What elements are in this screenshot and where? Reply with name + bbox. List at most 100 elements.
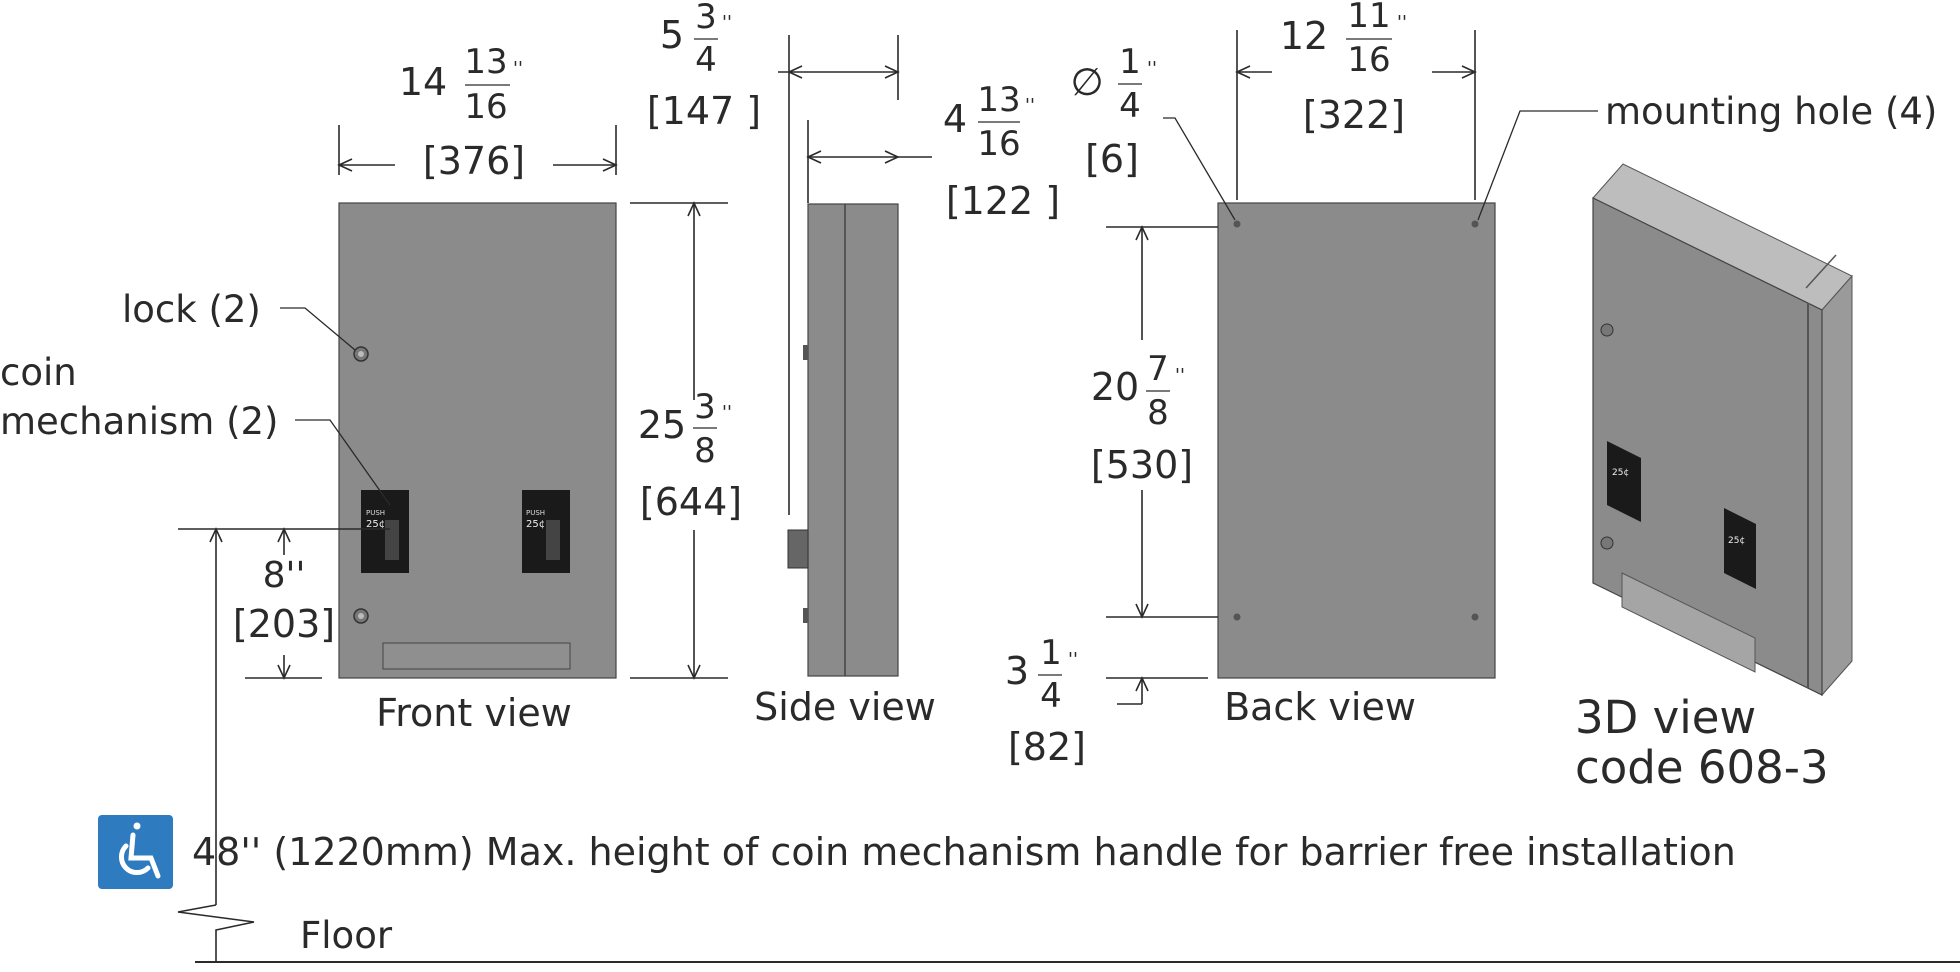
mounting-hole-icon (1471, 220, 1479, 228)
arrow-right (602, 158, 618, 172)
arrow-right (1461, 65, 1477, 79)
hole-diameter-symbol: ∅ (1070, 60, 1103, 104)
mounting-hole-icon (1471, 613, 1479, 621)
hole-den: 4 (1119, 86, 1141, 126)
caption-back-view: Back view (1224, 685, 1416, 729)
back-vert-den: 8 (1147, 393, 1169, 433)
label-coin-line2: mechanism (2) (0, 400, 279, 443)
iso-slot (1621, 572, 1756, 673)
coin-price: 25¢ (1612, 468, 1629, 478)
side-depth-whole: 5 (660, 13, 684, 57)
hole-num: 1 (1119, 42, 1141, 82)
back-vert-mm: [530] (1091, 443, 1193, 487)
back-view: ∅ 1 4 '' [6] 12 11 16 '' [322] mounting … (1005, 0, 1937, 769)
lock-keyhole-top (358, 351, 364, 357)
leader-lock (280, 307, 356, 351)
inch-mark: '' (1025, 95, 1035, 116)
front-view: PUSH 25¢ PUSH 25¢ 14 13 16 '' [376] 25 (0, 42, 742, 735)
label-coin-line1: coin (0, 351, 77, 394)
side-view: 5 3 4 '' [147 ] 4 13 16 '' [122 ] Side v… (647, 0, 1060, 729)
arrow-up (209, 527, 223, 543)
side-body-den: 16 (977, 124, 1020, 164)
front-height-num: 3 (694, 387, 716, 427)
back-span-den: 16 (1347, 40, 1390, 80)
back-span-num: 11 (1347, 0, 1390, 36)
barrier-free-note: 48'' (1220mm) Max. height of coin mechan… (98, 527, 1960, 963)
inch-mark: '' (722, 402, 732, 423)
side-body (807, 203, 899, 677)
side-body-whole: 4 (943, 97, 967, 141)
coin-tag: PUSH (366, 509, 385, 517)
back-vert-whole: 20 (1091, 365, 1139, 409)
coin-mechanism-iso (1607, 441, 1641, 522)
inch-mark: '' (722, 12, 732, 33)
arrow-down (687, 664, 701, 680)
coin-mechanism-right: PUSH 25¢ (522, 490, 570, 573)
side-depth-den: 4 (695, 40, 717, 80)
mounting-hole-icon (1233, 613, 1241, 621)
back-bottom-mm: [82] (1008, 725, 1086, 769)
side-body-mm: [122 ] (946, 179, 1060, 223)
back-span-whole: 12 (1280, 14, 1328, 58)
break-zigzag (177, 904, 255, 962)
front-width-whole: 14 (399, 60, 447, 104)
hole-mm: [6] (1085, 137, 1139, 181)
inch-mark: '' (1147, 58, 1157, 79)
back-bottom-whole: 3 (1005, 649, 1029, 693)
arrow-up (687, 201, 701, 217)
arrow-left (787, 65, 803, 79)
leader-hole (1163, 117, 1236, 221)
front-height-mm: [644] (640, 480, 742, 524)
arrow-left (1235, 65, 1251, 79)
inch-mark: '' (1175, 365, 1185, 386)
caption-side-view: Side view (754, 685, 936, 729)
leader-coin (295, 419, 391, 506)
barrier-free-text: 48'' (1220mm) Max. height of coin mechan… (192, 830, 1736, 874)
mounting-hole-icon (1233, 220, 1241, 228)
coin-mechanism-iso (1724, 508, 1756, 589)
coin-price: 25¢ (1728, 536, 1745, 546)
coin-tag: PUSH (526, 509, 545, 517)
caption-front-view: Front view (376, 691, 572, 735)
lock-icon (1600, 536, 1614, 550)
back-vert-num: 7 (1147, 349, 1169, 389)
arrow-left (337, 158, 353, 172)
caption-3d-line1: 3D view (1575, 691, 1756, 744)
side-depth-mm: [147 ] (647, 89, 761, 133)
label-mounting-hole: mounting hole (4) (1605, 90, 1937, 133)
iso-top-seam (1805, 254, 1837, 289)
floor-label: Floor (300, 914, 393, 957)
side-stub (803, 345, 808, 360)
label-lock: lock (2) (122, 288, 261, 331)
lock-icon (1600, 323, 1614, 337)
side-body-num: 13 (977, 80, 1020, 120)
back-span-mm: [322] (1303, 93, 1405, 137)
wheelchair-icon-glyph (118, 822, 161, 879)
leader-mounting (1477, 110, 1598, 221)
arrow-up (1135, 225, 1149, 241)
arrow-down (277, 664, 291, 680)
front-height-whole: 25 (638, 403, 686, 447)
arrow-up (1135, 676, 1149, 692)
iso-right-face (1821, 274, 1853, 697)
inch-mark: '' (1397, 12, 1407, 33)
view-3d: 25¢ 25¢ 3D view code 608-3 (1575, 163, 1853, 794)
coin-height-mm: [203] (233, 602, 335, 646)
coin-handle (546, 520, 560, 560)
front-width-mm: [376] (423, 139, 525, 183)
dispenser-slot (382, 642, 571, 670)
arrow-up (277, 527, 291, 543)
front-panel (338, 202, 617, 679)
side-handle (787, 529, 809, 569)
inch-mark: '' (513, 58, 523, 79)
side-depth-num: 3 (695, 0, 717, 37)
front-height-den: 8 (694, 431, 716, 471)
coin-mechanism-left: PUSH 25¢ (361, 490, 409, 573)
back-bottom-den: 4 (1040, 676, 1062, 716)
lock-keyhole-bottom (358, 613, 364, 619)
arrow-down (1135, 603, 1149, 619)
coin-price: 25¢ (526, 519, 545, 530)
arrow-left (806, 150, 822, 164)
